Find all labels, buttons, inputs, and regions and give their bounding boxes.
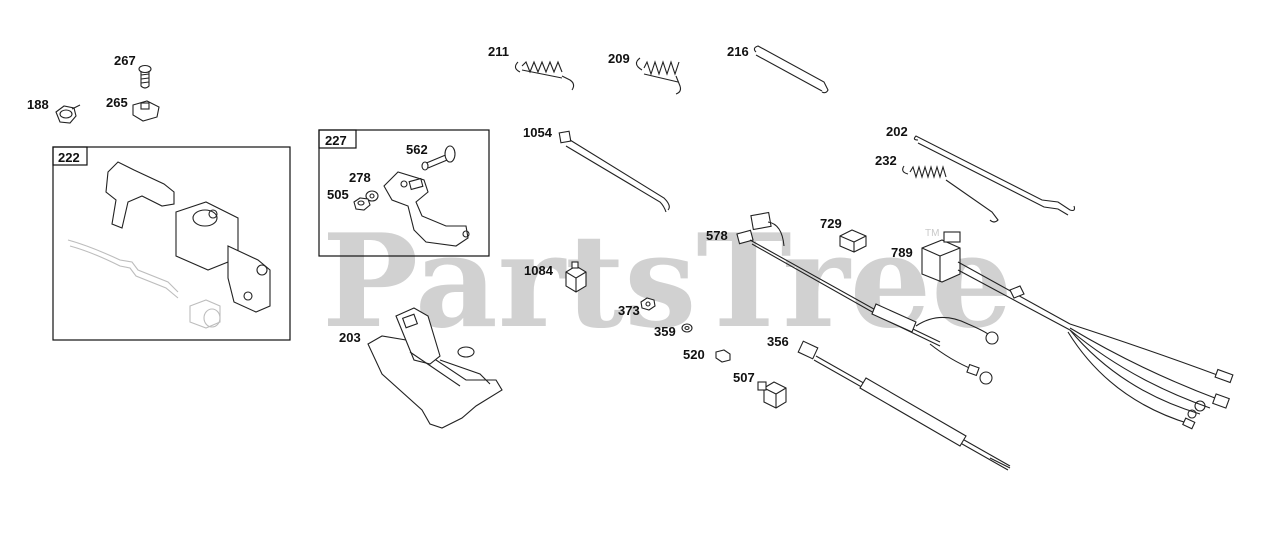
part-265-clip[interactable]: [132, 100, 160, 122]
part-1054-cable-tie[interactable]: [558, 130, 670, 213]
label-222: 222: [58, 150, 80, 165]
label-505: 505: [327, 187, 349, 202]
part-232-spring[interactable]: [902, 165, 999, 223]
label-278: 278: [349, 170, 371, 185]
part-789-main-harness[interactable]: [921, 231, 1234, 430]
part-211-spring[interactable]: [514, 60, 575, 91]
callout-box-227: [318, 129, 490, 257]
part-562-pin[interactable]: [421, 145, 456, 171]
label-1084: 1084: [524, 263, 554, 278]
label-789: 789: [891, 245, 913, 260]
part-216-rod[interactable]: [753, 45, 829, 94]
callout-tab-227: [318, 129, 357, 149]
label-356: 356: [767, 334, 789, 349]
part-267-screw[interactable]: [138, 64, 152, 89]
label-373: 373: [618, 303, 640, 318]
part-202-rod[interactable]: [913, 135, 1076, 216]
part-188-bolt[interactable]: [55, 104, 81, 124]
part-278-washer[interactable]: [365, 190, 379, 202]
label-267: 267: [114, 53, 136, 68]
label-211: 211: [488, 44, 509, 59]
label-265: 265: [106, 95, 128, 110]
part-203-control-plate[interactable]: [367, 307, 503, 429]
callout-tab-222: [52, 146, 88, 166]
part-209-spring[interactable]: [635, 57, 682, 95]
label-202: 202: [886, 124, 908, 139]
label-1054: 1054: [523, 125, 553, 140]
part-505-nut[interactable]: [353, 197, 371, 211]
label-188: 188: [27, 97, 49, 112]
part-520-clip[interactable]: [715, 349, 731, 363]
label-507: 507: [733, 370, 755, 385]
label-359: 359: [654, 324, 676, 339]
part-373-nut[interactable]: [640, 297, 656, 311]
part-507-connector[interactable]: [757, 381, 787, 409]
part-578-harness[interactable]: [736, 211, 999, 385]
part-222-throttle-bracket[interactable]: [67, 161, 271, 329]
part-359-washer[interactable]: [681, 323, 693, 333]
label-729: 729: [820, 216, 842, 231]
callout-box-222: [52, 146, 291, 341]
part-227-linkage-bracket[interactable]: [383, 171, 470, 247]
watermark-trademark: TM: [925, 228, 939, 239]
label-578: 578: [706, 228, 728, 243]
label-232: 232: [875, 153, 897, 168]
label-203: 203: [339, 330, 361, 345]
label-520: 520: [683, 347, 705, 362]
part-729-connector[interactable]: [839, 229, 867, 253]
label-216: 216: [727, 44, 749, 59]
label-227: 227: [325, 133, 347, 148]
part-1084-switch[interactable]: [565, 261, 587, 293]
part-356-harness[interactable]: [797, 340, 1011, 471]
label-562: 562: [406, 142, 428, 157]
label-209: 209: [608, 51, 630, 66]
